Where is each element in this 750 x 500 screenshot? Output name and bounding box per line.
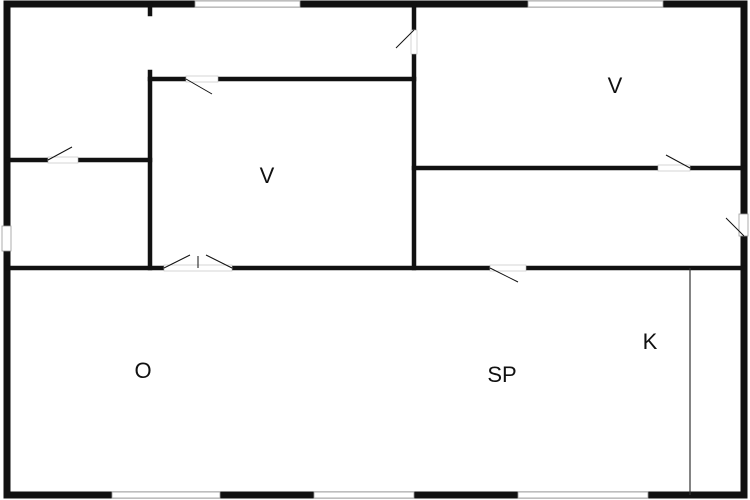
room-label-sp: SP (487, 362, 516, 387)
window-top-left (194, 0, 301, 8)
room-labels: V V O SP K (134, 73, 657, 387)
door-leaf-bedroom-center (185, 78, 213, 95)
room-label-bedroom-top-right: V (608, 73, 623, 98)
window-bottom-left (111, 491, 221, 499)
room-label-o: O (134, 358, 151, 383)
door-leaf-left-room (47, 146, 73, 161)
window-top-right (527, 0, 664, 8)
door-gap-top-right-wall (410, 29, 418, 55)
window-bottom-right (517, 491, 649, 499)
window-left (1, 225, 12, 252)
interior-walls (4, 1, 747, 495)
door-leaf-right-outer (725, 217, 745, 237)
door-leaf-top-right-wall (395, 29, 415, 49)
room-label-bedroom-center: V (260, 163, 275, 188)
door-leaf-double-left (163, 254, 191, 269)
door-gap-bedroom-center (185, 75, 219, 83)
window-bottom-center (313, 491, 415, 499)
door-leaf-double-right (205, 254, 233, 269)
door-gap-sp (489, 264, 527, 272)
room-label-k: K (643, 329, 658, 354)
doors (47, 29, 745, 283)
door-leaf-bedroom-top-right (665, 154, 691, 169)
door-leaf-sp (489, 267, 519, 283)
